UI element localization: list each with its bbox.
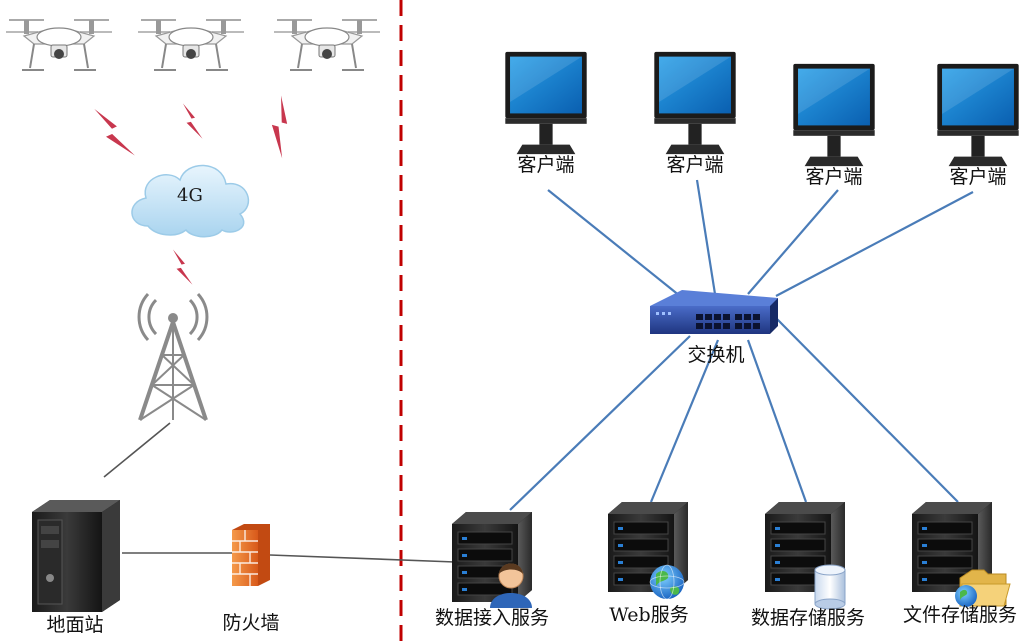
cell-tower-icon [137, 292, 209, 421]
ground-station-label: 地面站 [46, 614, 104, 636]
drones [5, 19, 381, 71]
switch-icon [650, 290, 778, 334]
switch-links [509, 179, 974, 511]
switch-label: 交换机 [687, 344, 745, 366]
server-icon [452, 512, 532, 602]
drone-icon [273, 19, 381, 71]
drone-icon [5, 19, 113, 71]
link-server-2 [649, 339, 720, 503]
server-label: 文件存储服务 [902, 604, 1018, 626]
lightning-icon [168, 243, 198, 291]
lightning-icon [86, 93, 144, 171]
server-label: 数据存储服务 [750, 607, 866, 629]
database-icon [814, 564, 846, 610]
server-label: 数据接入服务 [434, 607, 550, 629]
link-client-3 [747, 189, 839, 295]
lightning-icon [178, 97, 208, 145]
client-label: 客户端 [805, 166, 863, 188]
server-label: Web服务 [609, 604, 689, 626]
globe-icon [649, 564, 685, 600]
monitor-icon [654, 51, 736, 155]
client-label: 客户端 [949, 166, 1007, 188]
link-firewall-access [269, 554, 456, 563]
link-client-4 [775, 191, 974, 297]
link-server-1 [509, 335, 691, 511]
folder-globe-icon [955, 569, 1011, 607]
link-client-1 [547, 189, 681, 297]
monitor-icon [793, 63, 875, 167]
drone-icon [137, 19, 245, 71]
ground-station-icon [32, 500, 120, 612]
link-client-2 [695, 179, 717, 295]
cloud-label: 4G [177, 185, 203, 206]
link-server-3 [746, 339, 808, 503]
monitor-icon [505, 51, 587, 155]
ground-links [103, 422, 456, 563]
client-label: 客户端 [666, 154, 724, 176]
client-label: 客户端 [517, 154, 575, 176]
link-server-4 [775, 317, 959, 503]
monitor-icon [937, 63, 1019, 167]
firewall-label: 防火墙 [222, 612, 280, 634]
lightning-icon [245, 85, 319, 169]
cloud-4g-icon [131, 164, 250, 238]
servers [452, 502, 992, 602]
user-icon [490, 563, 532, 608]
client-monitors [505, 51, 1019, 167]
firewall-icon [232, 524, 270, 586]
link-tower-ground [103, 422, 171, 478]
